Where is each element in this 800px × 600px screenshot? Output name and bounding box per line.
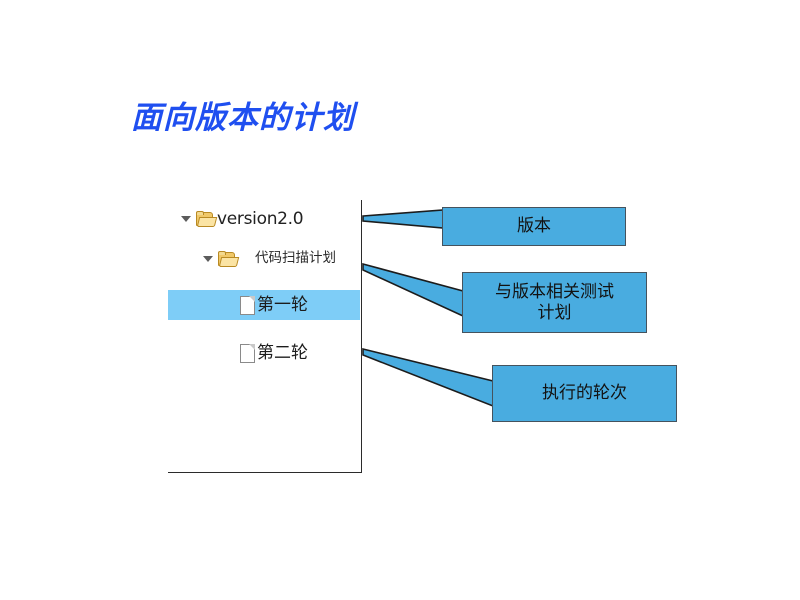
tree-row-scan-plan[interactable]: 代码扫描计划 bbox=[168, 244, 360, 274]
connector-tail-version bbox=[362, 209, 444, 229]
chevron-down-icon[interactable] bbox=[202, 244, 215, 274]
tree-row-version[interactable]: version2.0 bbox=[168, 204, 360, 234]
connector-tail-rounds bbox=[362, 347, 494, 408]
tree-row-label: 第一轮 bbox=[257, 294, 308, 315]
callout-rounds[interactable]: 执行的轮次 bbox=[492, 365, 677, 422]
callout-version-label: 版本 bbox=[517, 216, 551, 237]
plan-tree-panel: version2.0 代码扫描计划 第一轮 第二轮 bbox=[168, 200, 362, 473]
callout-version[interactable]: 版本 bbox=[442, 207, 626, 246]
callout-test-plan-line2: 计划 bbox=[537, 302, 572, 323]
chevron-down-icon[interactable] bbox=[180, 204, 193, 234]
callout-test-plan-label: 与版本相关测试 计划 bbox=[495, 282, 614, 322]
tree-row-label: version2.0 bbox=[217, 208, 304, 229]
page-title: 面向版本的计划 bbox=[131, 100, 355, 135]
tree-row-label: 第二轮 bbox=[257, 342, 308, 363]
callout-test-plan-line1: 与版本相关测试 bbox=[495, 282, 614, 303]
tree-row-round-two[interactable]: 第二轮 bbox=[168, 338, 360, 368]
tree-row-label: 代码扫描计划 bbox=[255, 250, 336, 267]
callout-rounds-label: 执行的轮次 bbox=[542, 383, 627, 404]
connector-tail-test-plan bbox=[362, 262, 464, 318]
folder-open-icon bbox=[218, 250, 240, 268]
document-icon bbox=[240, 295, 255, 315]
callout-test-plan[interactable]: 与版本相关测试 计划 bbox=[462, 272, 647, 333]
folder-open-icon bbox=[196, 210, 218, 228]
document-icon bbox=[240, 343, 255, 363]
tree-row-round-one[interactable]: 第一轮 bbox=[168, 290, 360, 320]
